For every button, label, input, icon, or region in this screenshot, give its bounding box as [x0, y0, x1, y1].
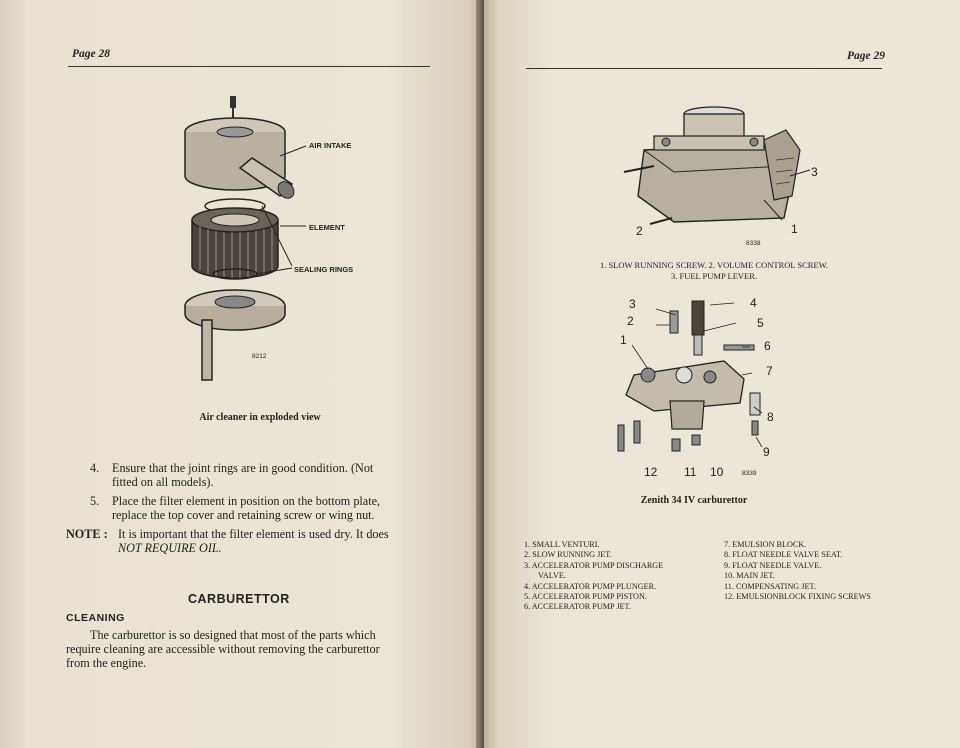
fig1-label-2: 2 [636, 224, 643, 238]
figure-number-8338: 8338 [746, 240, 761, 247]
step-text: Place the filter element in position on … [112, 494, 381, 522]
carburettor-exploded-illustration [617, 300, 763, 452]
fig2-label-3: 3 [629, 297, 636, 311]
header-rule-left [68, 66, 430, 67]
figure-caption-air-cleaner: Air cleaner in exploded view [199, 412, 321, 423]
page-header-right: Page 29 [847, 50, 886, 62]
figure-number-8339: 8339 [742, 470, 757, 477]
part-item: 3. ACCELERATOR PUMP DISCHARGE [524, 560, 664, 570]
part-item: VALVE. [538, 571, 566, 581]
step-number: 4. [90, 461, 100, 475]
part-item: 10. MAIN JET. [724, 571, 775, 581]
fig2-label-7: 7 [766, 364, 773, 378]
fig2-label-10: 10 [710, 465, 724, 479]
note-label: NOTE : [66, 527, 108, 541]
part-item: 7. EMULSION BLOCK. [724, 540, 807, 549]
part-item: 12. EMULSIONBLOCK FIXING SCREWS [724, 592, 871, 602]
part-item: 8. FLOAT NEEDLE VALVE SEAT. [724, 550, 843, 560]
fig1-label-3: 3 [811, 165, 818, 179]
page-header-left: Page 28 [72, 48, 111, 60]
fig2-label-4: 4 [750, 296, 757, 310]
figure-number-8212: 8212 [252, 353, 267, 360]
part-item: 11. COMPENSATING JET. [724, 581, 816, 591]
callout-sealing-rings: SEALING RINGS [294, 265, 354, 274]
step-5: 5. Place the filter element in position … [90, 494, 440, 522]
callout-air-intake: AIR INTAKE [309, 141, 352, 150]
part-item: 6. ACCELERATOR PUMP JET. [524, 602, 631, 612]
fig2-label-12: 12 [644, 465, 658, 479]
figure1-caption: 1. SLOW RUNNING SCREW. 2. VOLUME CONTROL… [599, 260, 829, 281]
cleaning-paragraph: The carburettor is so designed that most… [66, 628, 380, 670]
page-29: Page 29 1 2 3 8338 1. SLOW RUNNING SCREW… [484, 0, 960, 748]
air-cleaner-illustration [184, 96, 307, 381]
note-text: It is important that the filter element … [118, 527, 389, 555]
figure2-caption: Zenith 34 IV carburettor [640, 495, 748, 506]
section-heading-carburettor: CARBURETTOR [188, 592, 290, 606]
fig2-label-9: 9 [763, 445, 770, 459]
part-item: 2. SLOW RUNNING JET. [524, 550, 612, 560]
parts-list-col2: 7. EMULSION BLOCK. 8. FLOAT NEEDLE VALVE… [724, 540, 944, 602]
fig2-label-8: 8 [767, 410, 774, 424]
header-rule-right [526, 68, 882, 69]
fig2-label-1: 1 [620, 333, 627, 347]
fig2-label-6: 6 [764, 339, 771, 353]
sub-heading-cleaning: CLEANING [66, 612, 125, 624]
part-item: 1. SMALL VENTURI. [524, 540, 600, 549]
fig2-label-5: 5 [757, 316, 764, 330]
part-item: 4. ACCELERATOR PUMP PLUNGER. [524, 581, 657, 591]
fig2-label-11: 11 [684, 465, 697, 479]
part-item: 5. ACCELERATOR PUMP PISTON. [524, 592, 647, 602]
step-text: Ensure that the joint rings are in good … [112, 461, 374, 489]
callout-element: ELEMENT [309, 223, 345, 232]
fig2-label-2: 2 [627, 314, 634, 328]
step-4: 4. Ensure that the joint rings are in go… [90, 461, 440, 489]
fig1-label-1: 1 [791, 222, 798, 236]
parts-list-col1: 1. SMALL VENTURI. 2. SLOW RUNNING JET. 3… [524, 540, 724, 613]
note: NOTE : It is important that the filter e… [66, 527, 436, 555]
page-28: Page 28 [0, 0, 484, 748]
part-item: 9. FLOAT NEEDLE VALVE. [724, 560, 822, 570]
step-number: 5. [90, 494, 100, 508]
carburettor-assembled-illustration [623, 106, 811, 225]
